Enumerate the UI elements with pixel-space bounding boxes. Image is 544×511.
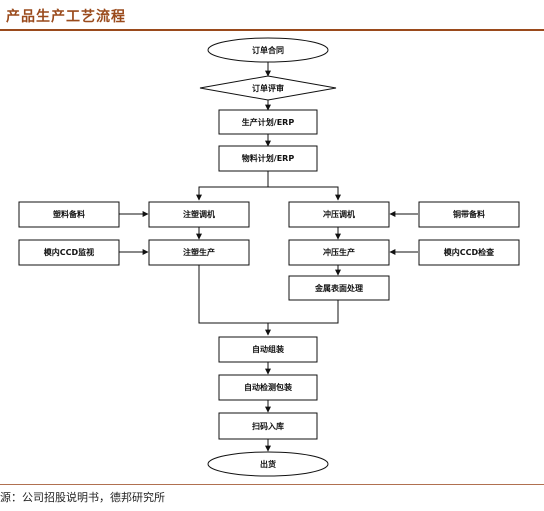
node-stamping-adjust: 冲压调机 [288, 201, 390, 228]
process-flow-diagram: 订单合同 订单评审 生产计划/ERP 物料计划/ERP 塑料备料 注塑调机 模内… [18, 37, 520, 477]
page-title: 产品生产工艺流程 [6, 9, 126, 25]
node-auto-assembly-label: 自动组装 [252, 344, 284, 354]
node-production-plan-label: 生产计划/ERP [242, 117, 295, 127]
node-scan-warehouse-label: 扫码入库 [252, 421, 284, 431]
node-order-review-label: 订单评审 [252, 83, 284, 93]
node-auto-assembly: 自动组装 [218, 336, 318, 363]
node-plastic-material-label: 塑料备料 [53, 209, 85, 219]
node-material-plan: 物料计划/ERP [218, 145, 318, 172]
node-injection-adjust-label: 注塑调机 [183, 209, 215, 219]
connector-material-to-injection [196, 171, 269, 201]
node-stamping-adjust-label: 冲压调机 [323, 209, 355, 219]
node-in-mold-ccd-inspect: 模内CCD检查 [418, 239, 520, 266]
node-plastic-material: 塑料备料 [18, 201, 120, 228]
node-order-review: 订单评审 [199, 75, 337, 101]
report-header: 产品生产工艺流程 [0, 0, 544, 31]
connectors [119, 62, 418, 452]
node-material-plan-label: 物料计划/ERP [242, 153, 295, 163]
node-in-mold-ccd-monitor-label: 模内CCD监视 [44, 247, 94, 257]
node-copper-strip-material: 铜带备料 [418, 201, 520, 228]
node-injection-production: 注塑生产 [148, 239, 250, 266]
node-in-mold-ccd-monitor: 模内CCD监视 [18, 239, 120, 266]
header-divider [0, 29, 544, 31]
node-shipment: 出货 [207, 451, 329, 477]
node-in-mold-ccd-inspect-label: 模内CCD检查 [444, 247, 495, 257]
footer-divider [0, 484, 544, 485]
node-shipment-label: 出货 [260, 459, 276, 469]
node-metal-surface-treatment-label: 金属表面处理 [314, 283, 363, 293]
node-metal-surface-treatment: 金属表面处理 [288, 275, 390, 301]
node-auto-inspect-pack-label: 自动检测包装 [244, 382, 292, 392]
node-injection-adjust: 注塑调机 [148, 201, 250, 228]
node-order-contract-label: 订单合同 [252, 45, 284, 55]
connector-material-to-stamping [268, 186, 341, 201]
node-scan-warehouse: 扫码入库 [218, 412, 318, 440]
node-copper-strip-material-label: 铜带备料 [453, 209, 485, 219]
node-production-plan: 生产计划/ERP [218, 109, 318, 135]
node-order-contract: 订单合同 [207, 37, 329, 63]
node-stamping-production: 冲压生产 [288, 239, 390, 266]
node-stamping-production-label: 冲压生产 [323, 247, 355, 257]
source-note: 源：公司招股说明书，德邦研究所 [0, 491, 165, 504]
node-injection-production-label: 注塑生产 [183, 247, 215, 257]
node-auto-inspect-pack: 自动检测包装 [218, 374, 318, 401]
